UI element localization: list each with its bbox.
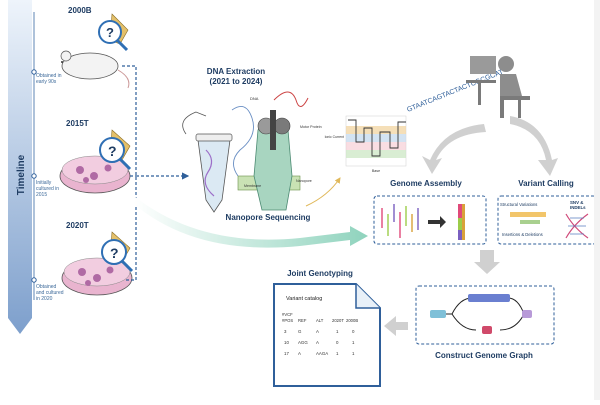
timeline-arrow [8,0,32,334]
graph-node [468,294,510,302]
arrow-icon [428,216,446,228]
vcf-cell: A [316,329,319,334]
dna-strand-icon [204,149,215,197]
vcf-cell: 1 [336,329,339,334]
tube-icon [197,139,231,213]
timeline-dot [31,277,37,283]
side-border [594,0,600,400]
left-arrow [384,316,408,336]
question-mark-icon: ? [108,143,117,159]
variant-catalog-title: Variant catalog [286,296,322,302]
vcf-header-row: #POS REF ALT 2020T 2000B [282,318,358,323]
vcf-header-cell: #POS [282,318,293,323]
genome-graph-panel [415,285,555,345]
dna-strand-icon [273,91,309,107]
nanopore-device: DNA Motor Protein Membrane Nanopore Nano… [226,91,322,222]
vcf-cell: 0 [336,340,339,345]
question-mark-icon: ? [110,245,119,261]
vcf-cell: AGG [298,340,308,345]
vcf-row: 3 G A 1 0 [284,329,355,334]
vcf-cell: 1 [352,340,355,345]
snv-indels-label: SNV &INDELs [570,200,586,210]
plot-ylabel: Ionic Current [325,135,344,139]
vcf-header-cell: 2000B [346,318,358,323]
motor-protein-label: Motor Protein [300,125,322,129]
vcf-cell: 17 [284,351,289,356]
graph-node [430,310,446,318]
sample-name: 2020T [66,221,89,230]
dna-helix-icon [565,213,589,239]
vcf-cell: 10 [284,340,289,345]
variant-calling-title: Variant Calling [518,179,574,188]
signal-arrow [305,177,341,207]
vcf-header-cell: 2020T [332,318,344,323]
down-arrow [474,250,500,274]
construct-genome-graph-title: Construct Genome Graph [435,351,533,360]
vcf-cell: A [316,340,319,345]
vcf-cell: AAGA [316,351,328,356]
sample-name: 2000B [68,6,92,15]
vcf-row: 10 AGG A 0 1 [284,340,355,345]
to-assembly-arrow [422,124,486,174]
vcf-cell: 3 [284,329,287,334]
vcf-cell: A [298,351,301,356]
magnifier-icon [98,20,122,44]
joint-genotyping-title: Joint Genotyping [287,269,353,278]
nanopore-sequencing-title: Nanopore Sequencing [226,213,311,222]
genome-assembly: Genome Assembly [373,179,487,245]
vcf-cell: G [298,329,302,334]
sample-connectors [122,65,190,281]
variant-calling: Variant Calling Structural Variations SN… [497,179,597,245]
insertions-deletions-label: Insertions & Deletions [502,232,543,237]
plot-xlabel: Base [372,169,380,173]
mouse-icon [61,52,119,80]
timeline-dot [31,69,37,75]
membrane-label: Membrane [244,184,261,188]
dna-label: DNA [250,96,259,101]
vcf-cell: 1 [336,351,339,356]
joint-genotyping: Joint Genotyping Variant catalog #VCF #P… [273,269,381,387]
genome-assembly-title: Genome Assembly [390,179,462,188]
graph-node [522,310,532,318]
sample-2020t: 2020T ? [61,221,134,296]
vcf-row: 17 A AAGA 1 1 [284,351,355,356]
timeline-dot [31,173,37,179]
branch-arrows [422,116,558,176]
timeline-label: Timeline [16,154,27,195]
magnifier-icon [101,239,127,265]
dna-extraction: DNA Extraction(2021 to 2024) [182,67,265,213]
magnifier-icon [99,137,125,163]
graph-node [482,326,492,334]
nanopore-label: Nanopore [296,179,312,183]
vcf-tag: #VCF [282,312,293,317]
vcf-cell: 1 [352,351,355,356]
flow-arrow [134,196,368,248]
vcf-header-cell: ALT [316,318,324,323]
to-variant-calling-arrow [510,116,558,176]
vcf-cell: 0 [352,329,355,334]
question-mark-icon: ? [106,25,114,40]
sample-2000b: 2000B ? [60,6,130,89]
variant-catalog-document [273,283,381,387]
sample-2015t: 2015T ? [59,119,132,194]
genome-graph: Construct Genome Graph [415,285,555,360]
structural-variations-label: Structural Variations [500,202,537,207]
dna-extraction-title: DNA Extraction(2021 to 2024) [207,67,265,86]
vcf-header-cell: REF [298,318,307,323]
analyst-at-computer-icon [466,56,530,118]
current-trace [348,119,406,157]
read-sequence: GTAATCAGTACTACTCGCGCAT [406,68,505,113]
sample-name: 2015T [66,119,89,128]
